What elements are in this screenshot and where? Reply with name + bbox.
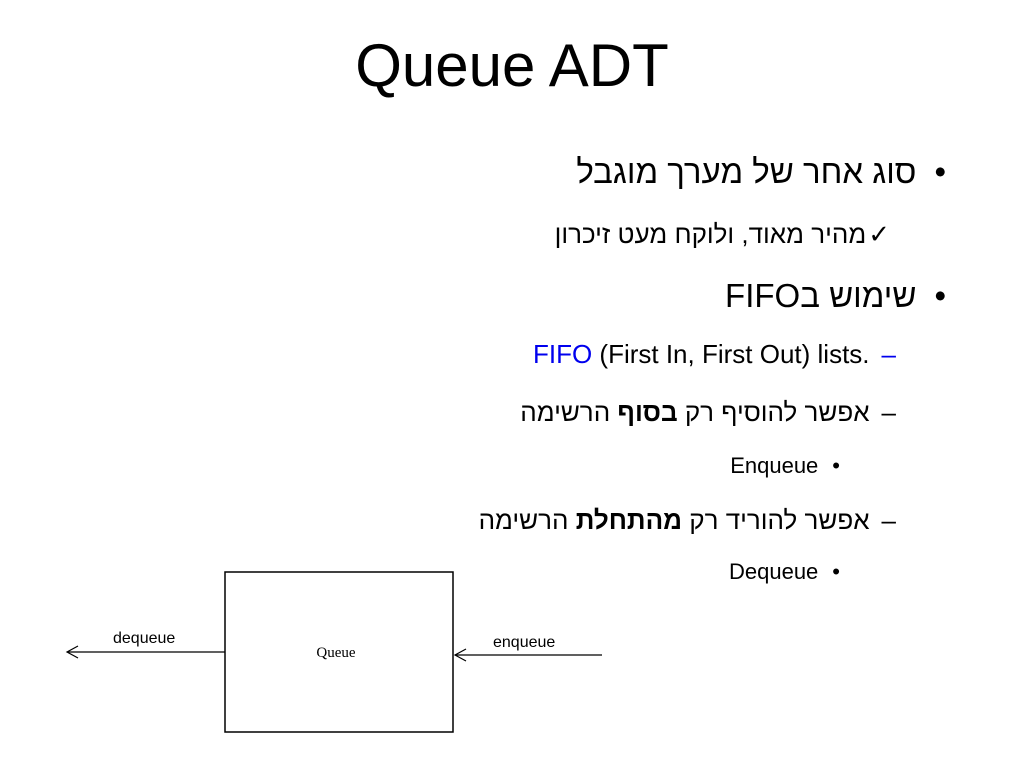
sub-item-post: הרשימה (520, 397, 618, 427)
sub-item-text: מהיר מאוד, ולוקח מעט זיכרון (554, 219, 867, 249)
enqueue-text: Enqueue (730, 453, 819, 478)
dash-marker: – (881, 339, 896, 369)
sub-item-add-at-end: –אפשר להוסיף רק בסוף הרשימה (520, 396, 896, 428)
queue-box-label: Queue (316, 645, 355, 661)
bullet-fifo-usage: • שימוש בFIFO (725, 276, 946, 316)
bullet-marker: • (832, 453, 840, 478)
slide-title: Queue ADT (355, 32, 669, 99)
dequeue-label: dequeue (113, 630, 175, 647)
bullet-marker: • (832, 559, 840, 584)
enqueue-arrow-head-icon (453, 648, 467, 662)
sub-item-fifo-lists: –FIFO (First In, First Out) lists. (533, 338, 896, 370)
dash-marker: – (881, 397, 896, 427)
bullet-marker: • (934, 153, 946, 190)
queue-box (224, 571, 454, 733)
sub-item-pre: אפשר להוריד רק (682, 505, 870, 535)
enqueue-label: enqueue (493, 634, 555, 651)
bullet-text: שימוש בFIFO (725, 277, 917, 314)
dequeue-arrow-head-icon (65, 645, 79, 659)
bullet-text: סוג אחר של מערך מוגבל (576, 153, 917, 190)
bullet-marker: • (934, 277, 946, 314)
bullet-restricted-array: • סוג אחר של מערך מוגבל (576, 152, 946, 192)
sub-item-remove-from-start: –אפשר להוריד רק מהתחלת הרשימה (479, 504, 896, 536)
dash-marker: – (881, 505, 896, 535)
queue-diagram: Queue dequeue enqueue (65, 571, 602, 733)
dequeue-text: Dequeue (728, 559, 819, 584)
sub-item-bold: בסוף (617, 397, 678, 427)
fifo-term: FIFO (532, 339, 593, 369)
sub-item-post: הרשימה (478, 505, 576, 535)
sub-sub-item-enqueue: • Enqueue (730, 452, 840, 480)
fifo-lists-text: FIFO (First In, First Out) lists. (533, 339, 870, 369)
sub-item-bold: מהתחלת (575, 505, 683, 535)
fifo-definition: (First In, First Out) lists. (592, 339, 870, 369)
sub-item-fast: ✓מהיר מאוד, ולוקח מעט זיכרון (555, 218, 890, 250)
checkmark-icon: ✓ (868, 219, 890, 249)
sub-item-pre: אפשר להוסיף רק (677, 397, 870, 427)
sub-sub-item-dequeue: • Dequeue (729, 558, 840, 586)
